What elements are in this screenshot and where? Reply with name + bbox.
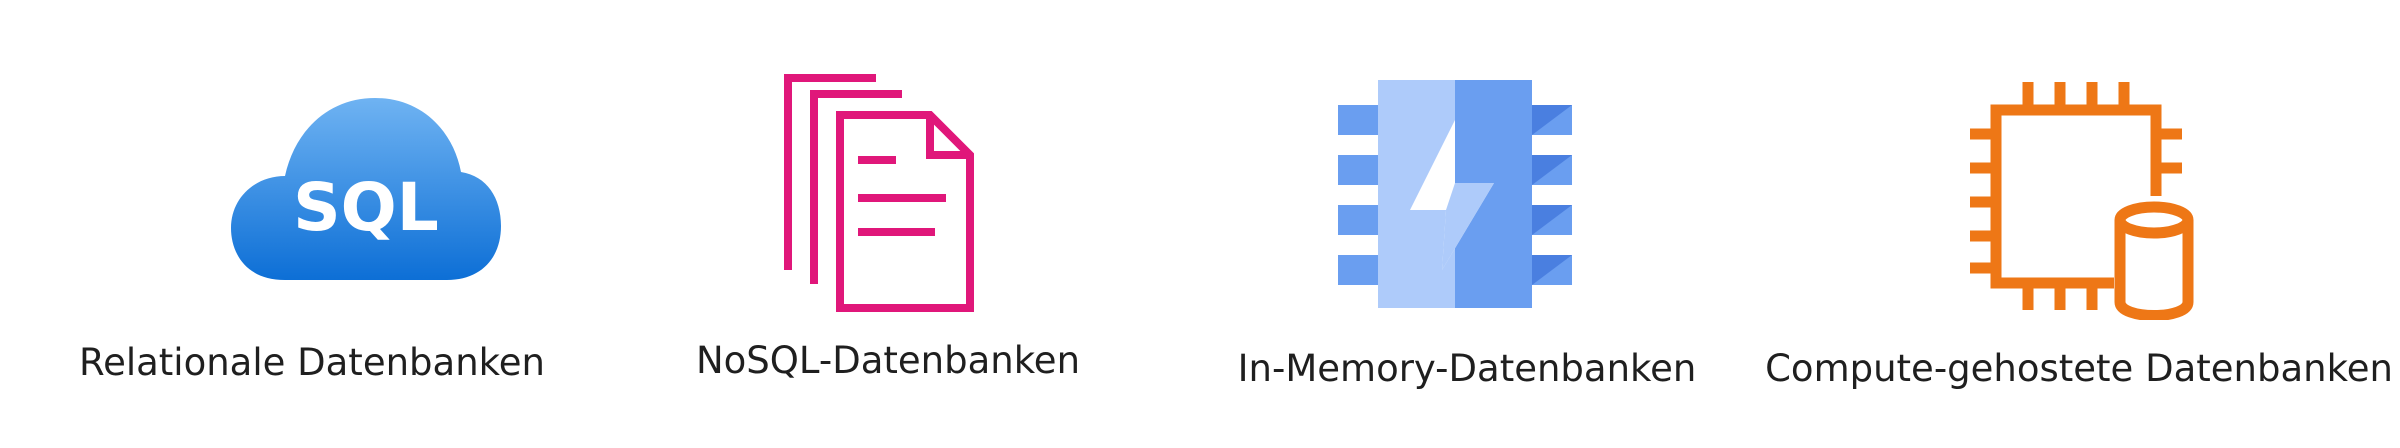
label-compute-hosted: Compute-gehostete Datenbanken — [1765, 347, 2393, 390]
label-in-memory: In-Memory-Datenbanken — [1237, 347, 1697, 390]
memory-chip-icon — [1338, 80, 1572, 308]
label-relational: Relationale Datenbanken — [79, 341, 545, 384]
chip-database-icon — [1970, 82, 2194, 320]
label-nosql: NoSQL-Datenbanken — [695, 339, 1081, 382]
sql-icon-text: SQL — [293, 169, 439, 246]
sql-cloud-icon: SQL — [231, 98, 501, 280]
document-stack-icon — [784, 74, 974, 312]
